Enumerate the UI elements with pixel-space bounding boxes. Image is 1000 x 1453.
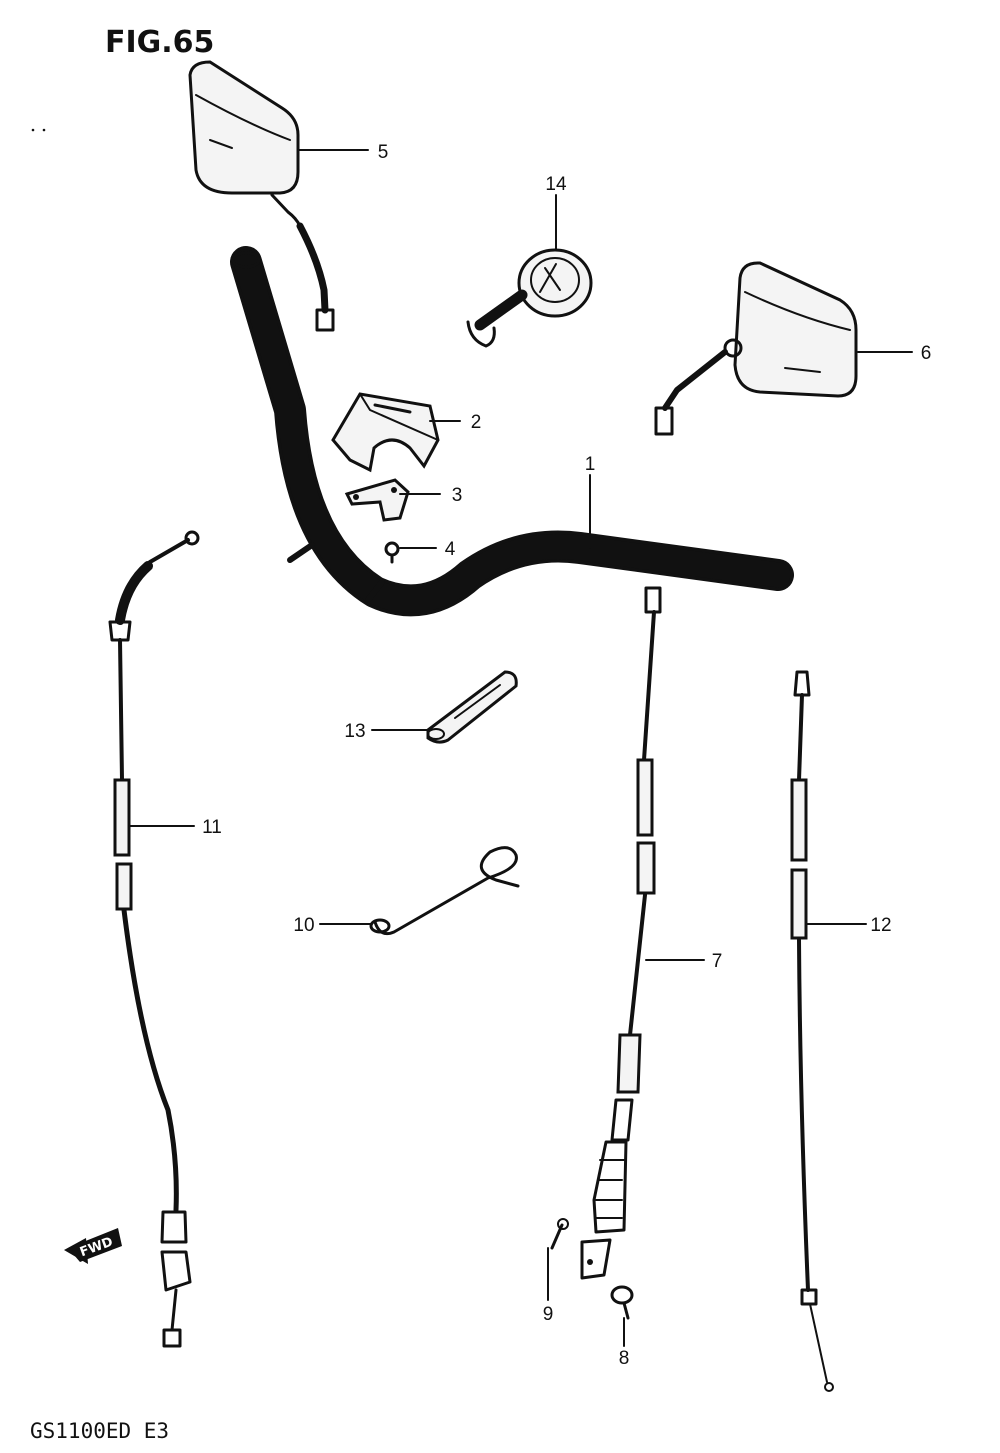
bracket bbox=[344, 478, 410, 522]
callout-6: 6 bbox=[921, 343, 932, 364]
right-mirror bbox=[654, 261, 858, 436]
clamp bbox=[426, 670, 518, 744]
handlebar bbox=[230, 246, 794, 617]
pin bbox=[550, 1218, 569, 1250]
callout-7: 7 bbox=[712, 951, 723, 972]
callout-5: 5 bbox=[378, 142, 389, 163]
scan-dots bbox=[31, 128, 46, 132]
callout-3: 3 bbox=[452, 485, 463, 506]
choke-cable bbox=[790, 670, 834, 1392]
callout-11: 11 bbox=[202, 817, 222, 838]
handlebar-holder bbox=[331, 392, 440, 473]
callout-10: 10 bbox=[293, 915, 314, 936]
callout-2: 2 bbox=[471, 412, 482, 433]
forward-arrow-icon: FWD bbox=[64, 1228, 122, 1264]
callout-9: 9 bbox=[543, 1304, 554, 1325]
bolt bbox=[610, 1285, 634, 1320]
callout-4: 4 bbox=[445, 539, 456, 560]
callout-8: 8 bbox=[619, 1348, 630, 1369]
callout-labels: 1 2 3 4 5 6 7 8 9 10 11 12 13 14 bbox=[202, 142, 931, 1369]
thermometer bbox=[466, 248, 593, 348]
callout-12: 12 bbox=[870, 915, 891, 936]
callout-14: 14 bbox=[545, 174, 567, 195]
model-code: GS1100ED E3 bbox=[30, 1419, 169, 1443]
figure-title: FIG.65 bbox=[105, 25, 214, 60]
callout-13: 13 bbox=[344, 721, 365, 742]
callout-1: 1 bbox=[585, 454, 596, 475]
leader-lines bbox=[128, 149, 913, 1347]
throttle-cable bbox=[108, 530, 200, 1348]
left-mirror bbox=[188, 60, 335, 332]
screw bbox=[384, 541, 400, 564]
wire-clamp bbox=[369, 846, 520, 936]
clutch-cable bbox=[580, 586, 662, 1280]
